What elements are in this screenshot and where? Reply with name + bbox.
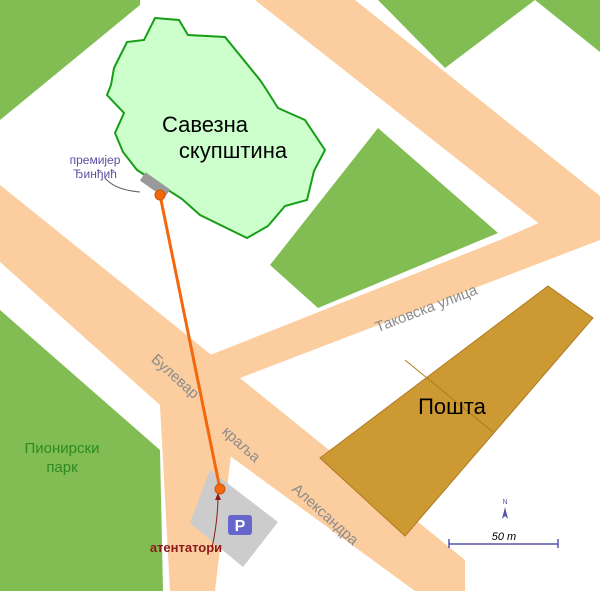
- parking-sign-label: P: [235, 518, 246, 535]
- parliament-building: [105, 16, 327, 240]
- post-building: [319, 285, 594, 537]
- road-north-east: [255, 0, 600, 240]
- scale-bar: 50 m: [448, 531, 559, 548]
- victim-label-line2: Ђинђић: [73, 167, 117, 181]
- victim-label-line1: премијер: [70, 153, 121, 167]
- green-northwest: [0, 0, 140, 120]
- north-arrow: N: [502, 499, 508, 519]
- victim-marker: [154, 189, 166, 201]
- parking-sign: [228, 515, 252, 535]
- parliament-label-line1: Савезна: [162, 112, 249, 137]
- attackers-label: атентатори: [150, 540, 222, 555]
- north-arrow-icon: [502, 507, 508, 519]
- green-northeast-corner: [378, 0, 600, 68]
- scale-bar-label: 50 m: [492, 531, 516, 543]
- north-label: N: [502, 499, 507, 506]
- victim-leader-line: [104, 177, 141, 193]
- shot-trajectory: [158, 194, 222, 490]
- green-pioneer-park: [0, 310, 163, 591]
- park-label-line1: Пионирски: [25, 440, 100, 457]
- park-label-line2: парк: [46, 459, 78, 476]
- post-label: Пошта: [418, 394, 487, 419]
- attackers-marker: [214, 483, 226, 495]
- parliament-label-line2: скупштина: [179, 138, 288, 163]
- post-building-divider: [404, 359, 494, 433]
- green-between-streets: [270, 128, 498, 308]
- attackers-arrowhead: [215, 493, 221, 500]
- road-takovska: [160, 196, 600, 405]
